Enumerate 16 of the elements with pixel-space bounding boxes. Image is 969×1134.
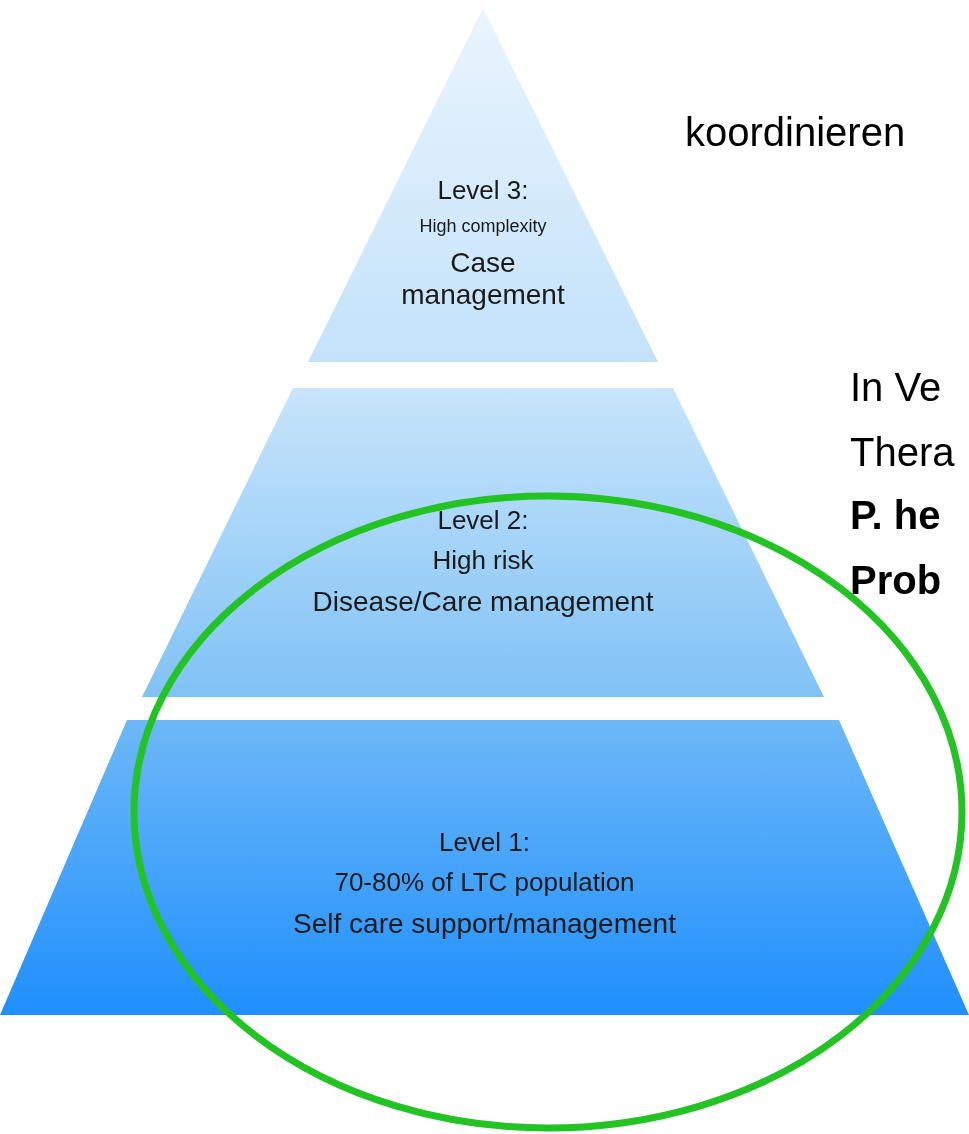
level-title: Self care support/management xyxy=(293,907,676,940)
level-description: 70-80% of LTC population xyxy=(334,867,635,898)
side-note: P. he xyxy=(850,493,941,538)
level-heading: Level 3: xyxy=(437,176,529,206)
side-note: Prob xyxy=(850,558,942,603)
level-heading: Level 2: xyxy=(437,506,529,536)
side-note: In Ve xyxy=(850,365,942,410)
pyramid-tier xyxy=(140,388,826,698)
level-title: Disease/Care management xyxy=(312,585,654,618)
side-note: Thera xyxy=(850,430,955,475)
level-description: High complexity xyxy=(419,215,547,237)
level-heading: Level 1: xyxy=(438,828,531,858)
side-note: koordinieren xyxy=(685,110,906,155)
level-description: High risk xyxy=(432,545,534,576)
pyramid-tier xyxy=(0,720,969,1016)
level-title: Case management xyxy=(400,246,566,311)
